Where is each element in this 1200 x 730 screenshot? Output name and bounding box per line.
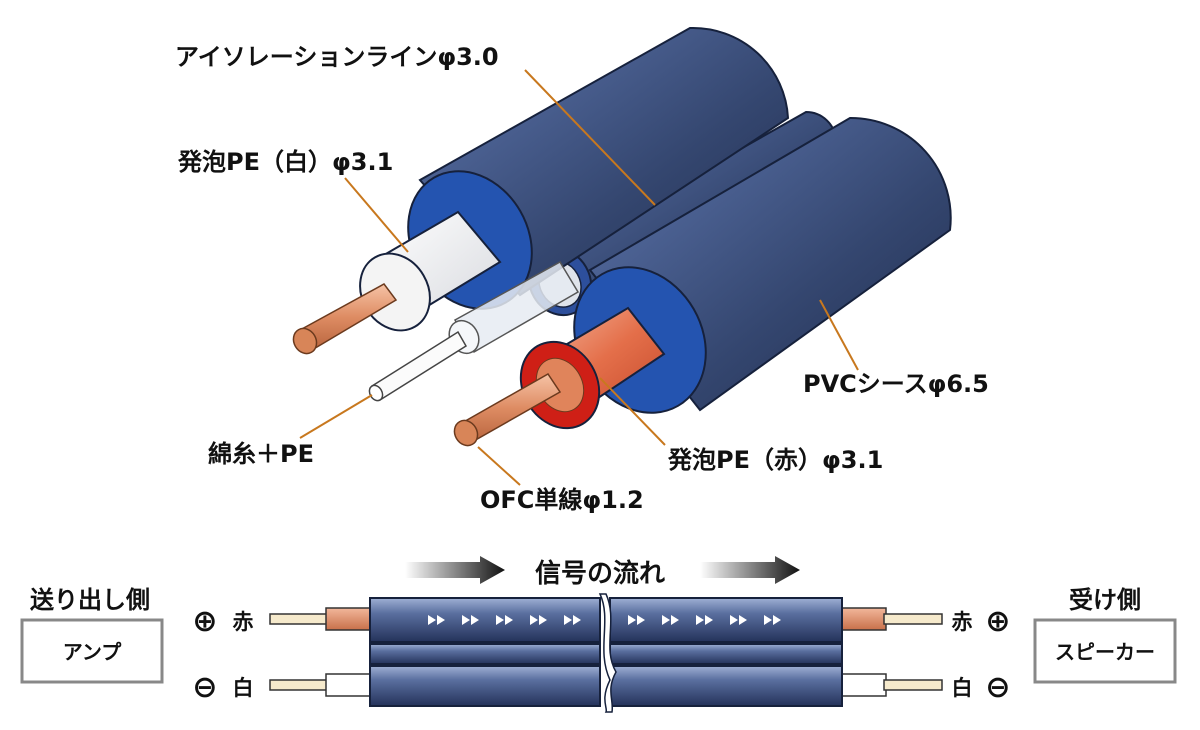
cotton-pe-strand (368, 260, 580, 402)
red-conductor-cylinder (453, 116, 952, 447)
speaker-label: スピーカー (1055, 640, 1155, 664)
white-label-left: 白 (233, 676, 254, 700)
label-foam-pe-red: 発泡PE（赤）φ3.1 (667, 446, 883, 474)
leader-lines (299, 69, 859, 486)
white-conductor-cylinder (292, 26, 790, 355)
white-label-right: 白 (952, 676, 973, 700)
leader-pvc-sheath (819, 299, 859, 371)
cable-break (598, 593, 617, 713)
plus-symbol-left: ⊕ (192, 604, 217, 639)
amp-label: アンプ (63, 640, 123, 664)
flow-arrow-left (405, 556, 505, 584)
label-ofc-wire: OFC単線φ1.2 (480, 486, 644, 514)
send-side-label: 送り出し側 (30, 586, 150, 614)
signal-flow-header: 信号の流れ (405, 556, 800, 589)
red-label-right: 赤 (952, 610, 973, 634)
plus-wire (269, 607, 943, 631)
minus-wire (269, 673, 943, 697)
leader-foam-pe-red (599, 377, 666, 446)
speaker-box (1033, 618, 1177, 684)
direction-chevrons (428, 615, 781, 625)
receive-side-label: 受け側 (1069, 586, 1141, 614)
flow-arrow-right (700, 556, 800, 584)
cable-3d-illustration (292, 26, 952, 447)
plus-symbol-right: ⊕ (985, 604, 1010, 639)
minus-symbol-right: ⊖ (985, 670, 1010, 705)
leader-foam-pe-white (344, 177, 409, 253)
label-isolation-line: アイソレーションラインφ3.0 (175, 43, 499, 71)
label-foam-pe-white: 発泡PE（白）φ3.1 (177, 148, 393, 176)
signal-flow-label: 信号の流れ (535, 559, 665, 589)
minus-symbol-left: ⊖ (192, 670, 217, 705)
flat-cable-left (369, 597, 601, 707)
label-pvc-sheath: PVCシースφ6.5 (803, 370, 989, 398)
amp-box (20, 618, 164, 684)
leader-cotton-pe (299, 394, 373, 439)
red-label-left: 赤 (233, 610, 254, 634)
flat-cable-right (609, 597, 843, 707)
leader-isolation-line (524, 69, 656, 206)
leader-ofc-wire (477, 446, 521, 486)
label-cotton-pe: 綿糸＋PE (208, 440, 314, 468)
